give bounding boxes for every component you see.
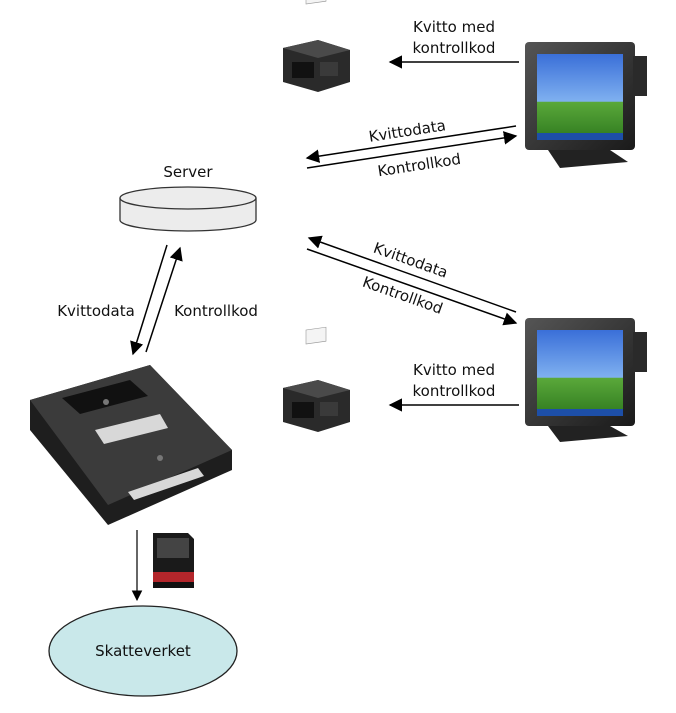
server-cylinder-top: [119, 186, 257, 210]
data-arrow-bottom-to-server: [307, 235, 517, 313]
receipt-printer-top-icon: [283, 0, 350, 92]
tax-agency-label: Skatteverket: [95, 642, 191, 660]
data-arrow-top-to-server: [305, 125, 517, 163]
receipt-caption-bottom-line2: kontrollkod: [413, 382, 496, 400]
data-arrow-server-to-control-unit: [130, 244, 168, 356]
pos-terminal-top-icon: [525, 42, 647, 168]
receipt-printer-bottom-icon: [283, 326, 350, 432]
control-arrow-server-to-bottom: [306, 248, 518, 326]
sd-card-icon: [153, 533, 194, 588]
pos-terminal-bottom-icon: [525, 318, 647, 442]
control-unit-right-label: Kontrollkod: [174, 302, 258, 320]
control-unit-icon: [30, 365, 232, 525]
control-arrow-control-unit-to-server: [145, 246, 183, 353]
receipt-caption-bottom-line1: Kvitto med: [413, 361, 495, 379]
server-label: Server: [163, 163, 213, 181]
receipt-caption-top-line1: Kvitto med: [413, 18, 495, 36]
receipt-caption-top-line2: kontrollkod: [413, 39, 496, 57]
bottom-link-lower-label: Kontrollkod: [360, 273, 445, 318]
control-arrow-server-to-top: [306, 131, 518, 169]
server-database-icon: [119, 186, 257, 232]
tax-agency-node: [48, 605, 238, 697]
top-link-lower-label: Kontrollkod: [376, 150, 462, 180]
top-link-upper-label: Kvittodata: [368, 116, 447, 146]
control-unit-left-label: Kvittodata: [57, 302, 135, 320]
